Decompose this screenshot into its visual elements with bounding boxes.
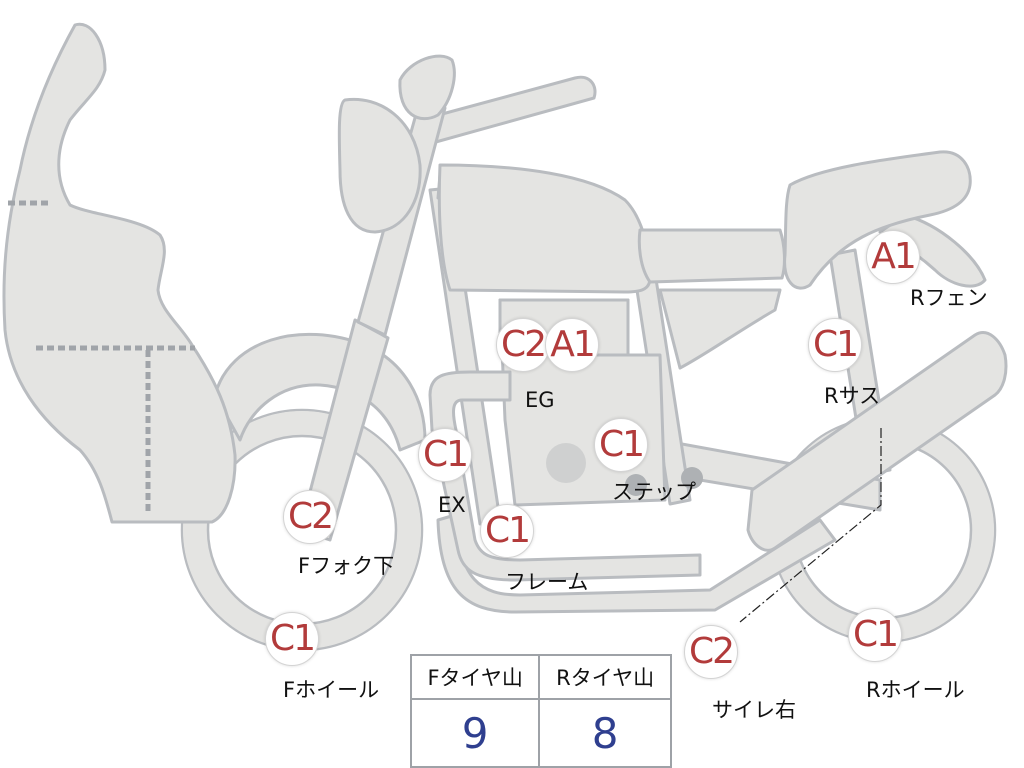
label-ffork: Fフォク下 — [298, 554, 395, 578]
grade-ffork-c2: C2 — [283, 490, 337, 544]
label-step: ステップ — [612, 480, 696, 504]
silencer-leader-line — [739, 428, 882, 623]
label-eg: EG — [525, 388, 555, 412]
handlebar — [418, 75, 597, 147]
grade-rsus-c1: C1 — [808, 318, 862, 372]
tire-tread-table: Fタイヤ山 Rタイヤ山 9 8 — [409, 654, 672, 768]
label-rsus: Rサス — [824, 384, 881, 408]
fairing — [2, 22, 237, 524]
grade-ex-c1: C1 — [418, 428, 472, 482]
label-silencer: サイレ右 — [712, 698, 796, 722]
grade-fwheel-c1: C1 — [265, 612, 319, 666]
value-rear-tire: 8 — [538, 698, 672, 768]
tail-cowl — [783, 150, 972, 290]
step-peg-1 — [625, 474, 647, 496]
grade-rfender-a1: A1 — [866, 230, 920, 284]
headlight — [337, 97, 422, 234]
header-front-tire: Fタイヤ山 — [409, 654, 541, 700]
exhaust-header — [428, 370, 702, 582]
engine-cover — [546, 443, 586, 483]
seat — [637, 228, 786, 284]
grade-silencer-c2: C2 — [684, 625, 738, 679]
label-rfender: Rフェン — [910, 286, 988, 310]
label-frame: フレーム — [505, 570, 589, 594]
label-rwheel: Rホイール — [866, 678, 965, 702]
side-cover — [658, 288, 782, 370]
header-rear-tire: Rタイヤ山 — [538, 654, 672, 700]
grade-frame-c1: C1 — [480, 504, 534, 558]
label-ex: EX — [438, 493, 466, 517]
value-front-tire: 9 — [409, 698, 541, 768]
fuel-tank — [437, 163, 652, 294]
mirror — [398, 54, 456, 121]
step-peg-2 — [681, 467, 703, 489]
silencer — [746, 331, 1008, 552]
grade-engine-a1: A1 — [545, 318, 599, 372]
grade-engine-c2: C2 — [496, 318, 550, 372]
grade-rwheel-c1: C1 — [848, 608, 902, 662]
grade-step-c1: C1 — [594, 418, 648, 472]
label-fwheel: Fホイール — [283, 678, 380, 702]
